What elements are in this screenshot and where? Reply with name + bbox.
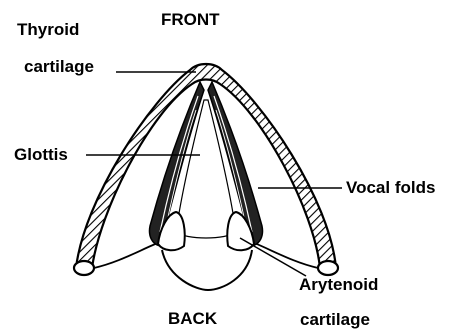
arytenoid-label-line2: cartilage [300, 311, 370, 328]
vocal-folds-label: Vocal folds [346, 179, 435, 196]
glottis-label: Glottis [14, 146, 68, 163]
back-label: BACK [168, 310, 217, 327]
thyroid-left-end [74, 261, 94, 275]
arytenoid-label-line1: Arytenoid [299, 276, 378, 293]
front-label: FRONT [161, 11, 220, 28]
posterior-cavity [162, 250, 252, 290]
thyroid-label-line1: Thyroid [17, 21, 79, 38]
thyroid-label-line2: cartilage [24, 58, 94, 75]
thyroid-right-end [318, 261, 338, 275]
